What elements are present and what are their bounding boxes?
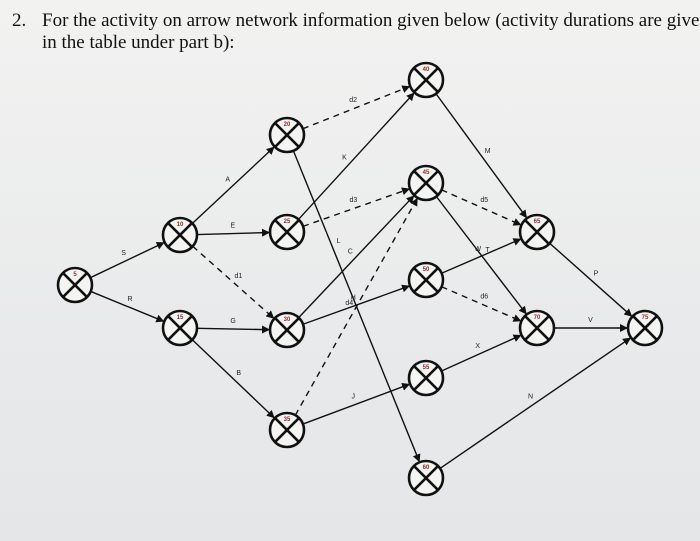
activity-arrow-r [90,290,165,323]
node-35: 35 [268,411,306,449]
node-20: 20 [268,116,306,154]
node-65: 65 [518,213,556,251]
node-label-5: 5 [73,272,77,278]
activity-arrow-n [439,337,631,469]
activity-label-l: L [337,238,341,245]
node-60: 60 [407,459,445,497]
activity-label-r: R [128,296,133,303]
activity-label-n: N [528,394,533,401]
node-50: 50 [407,261,445,299]
node-label-70: 70 [534,315,541,321]
activity-label-e: E [230,223,235,230]
activity-label-g: G [230,318,235,325]
node-label-75: 75 [642,315,649,321]
activity-label-d6: d6 [480,293,488,300]
node-label-35: 35 [284,417,291,423]
activity-label-d1: d1 [235,273,243,280]
activity-label-v: V [588,317,593,324]
activity-label-h: H [351,295,356,302]
activity-label-x: X [475,343,480,350]
activity-label-d3: d3 [349,197,357,204]
node-label-65: 65 [534,219,541,225]
node-10: 10 [161,216,199,254]
activity-label-d2: d2 [349,97,357,104]
question-line-1: For the activity on arrow network inform… [42,10,700,31]
node-label-15: 15 [177,315,184,321]
activity-arrow-d4 [294,197,418,416]
node-label-30: 30 [284,317,291,323]
activity-arrow-m [435,93,527,219]
activity-label-d5: d5 [480,197,488,204]
activity-arrow-d5 [441,189,522,226]
activity-arrow-e [196,228,271,237]
activity-arrow-c [298,195,415,319]
node-55: 55 [407,359,445,397]
activity-arrow-b [191,339,275,419]
question-line-2: in the table under part b): [42,32,235,53]
activity-arrow-g [196,325,271,334]
activity-arrow-t [435,196,527,315]
activity-label-d4: d4 [345,300,353,307]
activity-label-b: B [236,370,241,377]
activity-arrow-d1 [192,245,275,319]
activity-arrow-d3 [302,187,410,228]
activity-arrow-p [549,242,633,317]
node-45: 45 [407,164,445,202]
node-25: 25 [268,213,306,251]
activity-label-w: W [475,246,482,253]
activity-arrow-a [191,146,275,224]
activity-label-t: T [485,247,490,254]
activity-arrow-x [441,334,522,372]
node-label-40: 40 [423,67,430,73]
node-label-25: 25 [284,219,291,225]
activity-label-m: M [485,148,491,155]
node-15: 15 [161,309,199,347]
activity-label-p: P [594,271,599,278]
node-75: 75 [626,309,664,347]
node-label-60: 60 [423,465,430,471]
activity-label-s: S [121,250,126,257]
activity-arrow-d6 [441,286,522,322]
activity-arrow-d2 [302,85,411,130]
activity-label-k: K [342,154,347,161]
node-70: 70 [518,309,556,347]
activity-arrow-j [302,383,411,425]
node-label-50: 50 [423,267,430,273]
activity-arrow-h [302,284,411,325]
node-40: 40 [407,61,445,99]
activity-arrow-w [441,238,522,274]
node-label-20: 20 [284,122,291,128]
activity-label-a: A [225,176,230,183]
activity-arrow-k [297,92,415,220]
activity-label-j: J [351,394,355,401]
activity-arrow-s [90,242,165,279]
node-label-55: 55 [423,365,430,371]
node-label-45: 45 [423,170,430,176]
node-5: 5 [56,266,94,304]
node-label-10: 10 [177,222,184,228]
activity-label-c: C [348,248,353,255]
question-number: 2. [12,10,27,31]
node-30: 30 [268,311,306,349]
